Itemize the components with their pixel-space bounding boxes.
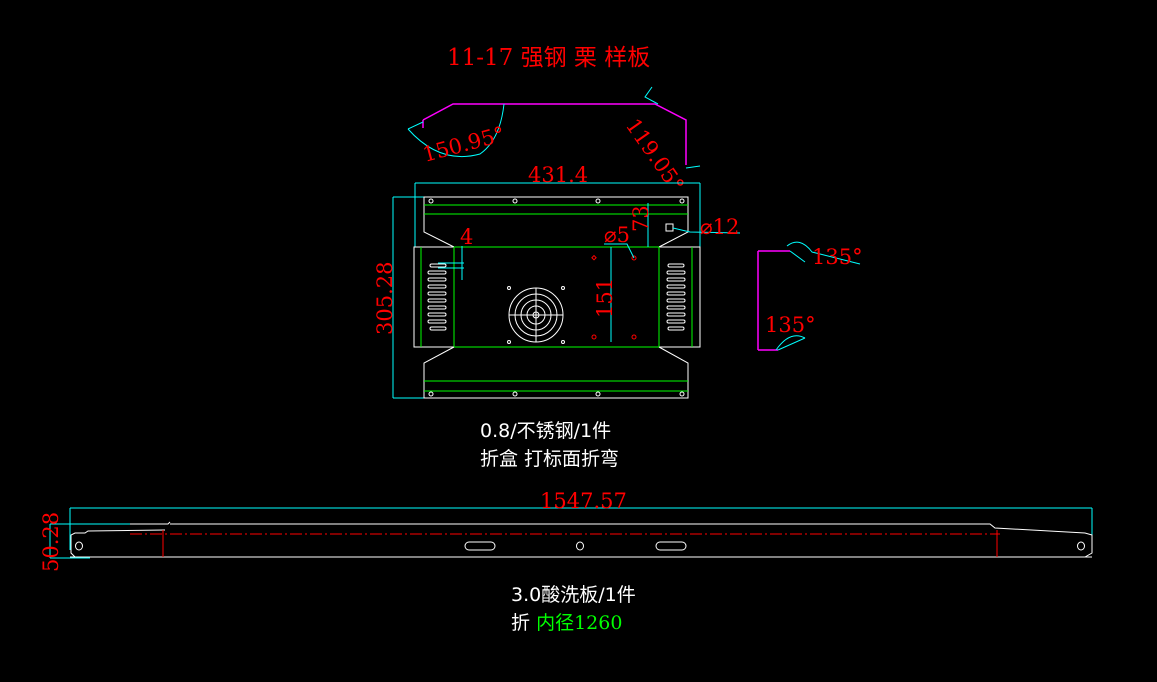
part2-radius: 内径1260	[536, 612, 623, 634]
fan-grille	[507, 286, 565, 344]
part2-process-text: 折	[511, 612, 531, 634]
dia-12-label: ⌀12	[700, 215, 739, 239]
side-angle-bottom-label: 135°	[765, 313, 816, 337]
box-flat-pattern: 431.4 305.28	[373, 163, 741, 399]
long-bar: 1547.57 50.28	[39, 489, 1093, 572]
side-profile: 135° 135°	[757, 241, 863, 351]
offset-4-label: 4	[460, 225, 473, 249]
part1-spec: 0.8/不锈钢/1件	[480, 420, 612, 442]
angle-left-label: 150.95°	[420, 122, 507, 167]
part1-process: 折盒 打标面折弯	[480, 448, 620, 470]
dim-151-label: 151	[593, 278, 617, 318]
angle-right-label: 119.05°	[621, 114, 689, 197]
width-label: 431.4	[528, 163, 588, 187]
part2-process: 折 内径1260	[511, 608, 622, 635]
bar-length-label: 1547.57	[540, 489, 627, 513]
side-angle-top-label: 135°	[812, 245, 863, 269]
vent-slots-right	[666, 263, 686, 331]
height-label: 305.28	[373, 262, 397, 335]
vent-slots-left	[427, 263, 447, 331]
dia-5-label: ⌀5	[604, 223, 630, 247]
bar-height-label: 50.28	[39, 512, 63, 572]
part2-spec: 3.0酸洗板/1件	[511, 584, 636, 606]
drawing-title: 11-17 强钢 栗 样板	[447, 45, 650, 71]
dim-73-label: 73	[629, 205, 653, 232]
